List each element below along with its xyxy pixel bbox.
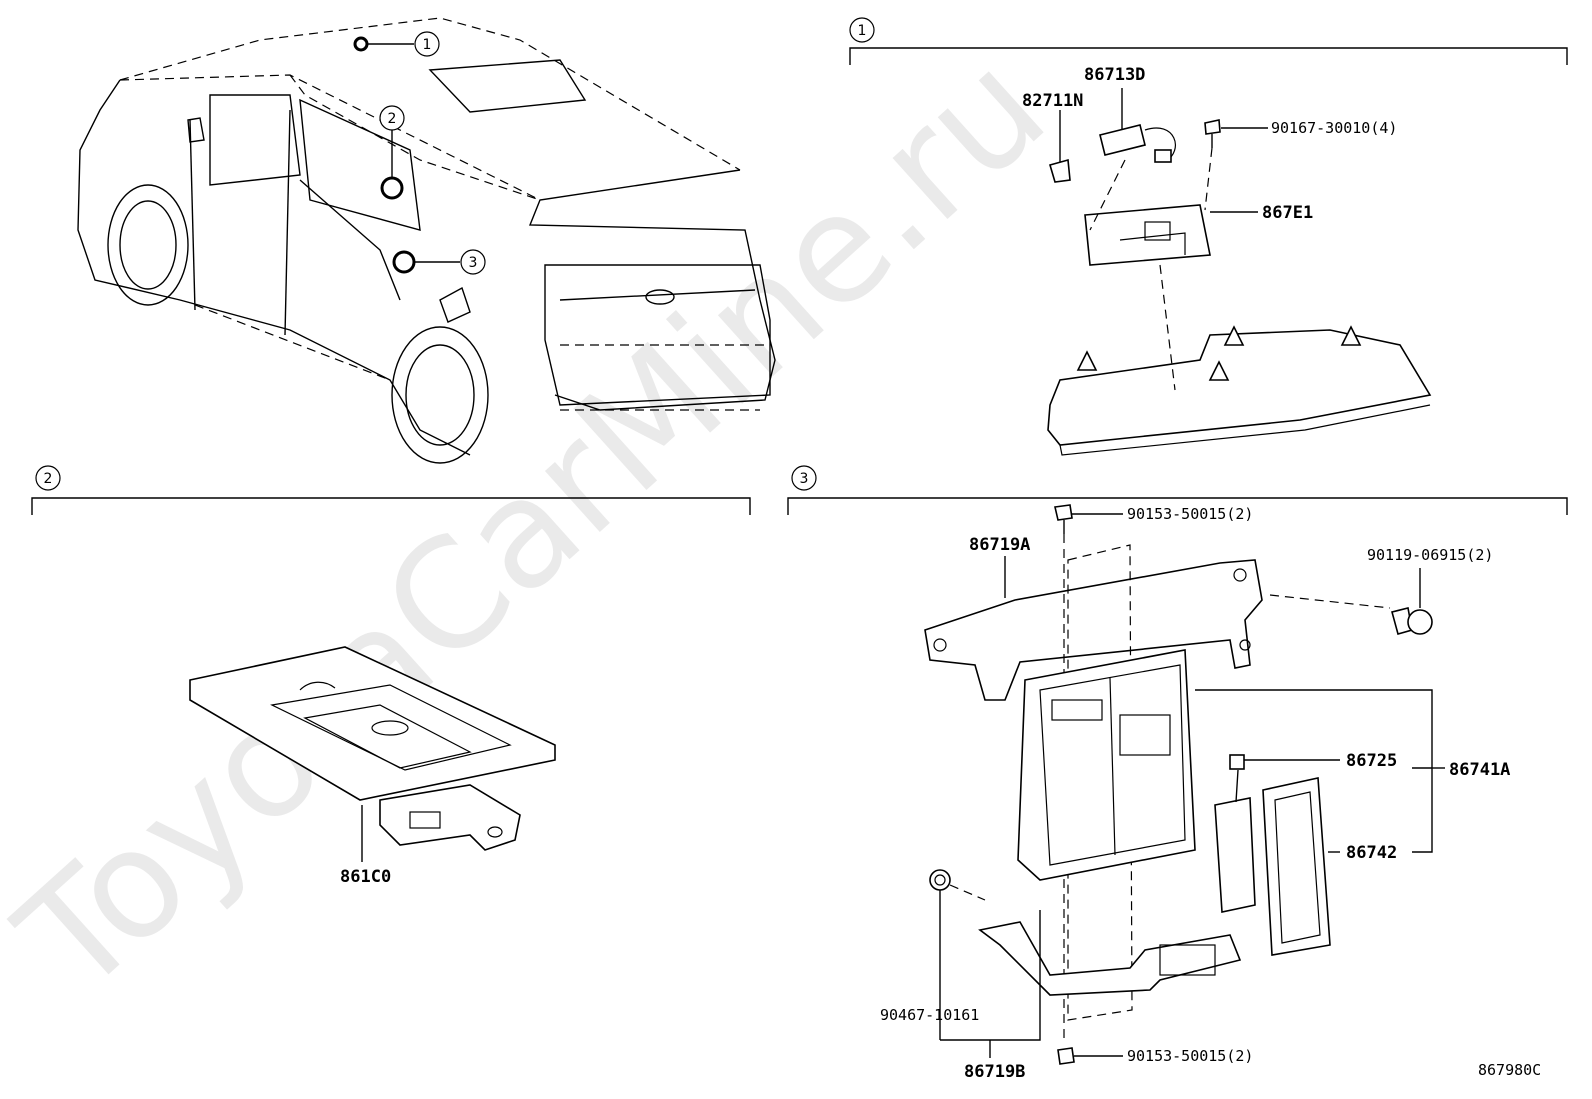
cover-86742 <box>1262 777 1331 956</box>
label-90167-30010: 90167-30010(4) <box>1271 119 1397 137</box>
screw-90153-top <box>1054 504 1073 521</box>
label-86719B: 86719B <box>964 1062 1025 1082</box>
callout-2-number: 2 <box>388 111 397 127</box>
label-86713D: 86713D <box>1084 65 1145 85</box>
callout-2-circle <box>379 105 405 131</box>
callout-3-number: 3 <box>469 255 478 271</box>
label-90467-10161: 90467-10161 <box>880 1006 979 1024</box>
callout-1-number: 1 <box>423 37 432 53</box>
label-86741A: 86741A <box>1449 760 1510 780</box>
watermark-text: ToyotaCarMine.ru <box>0 21 1078 1028</box>
bracket-86719A <box>924 559 1263 701</box>
label-86742: 86742 <box>1346 843 1397 863</box>
label-867E1: 867E1 <box>1262 203 1313 223</box>
vehicle-overview: 1 2 3 <box>77 17 776 464</box>
diagram-reference-number: 867980C <box>1478 1061 1541 1079</box>
section-1-marker: 1 <box>858 23 867 39</box>
label-86725: 86725 <box>1346 751 1397 771</box>
label-90153-50015-top: 90153-50015(2) <box>1127 505 1253 523</box>
section-3: 3 <box>787 465 1568 1082</box>
callout-3-circle <box>460 249 486 275</box>
section-3-marker: 3 <box>800 471 809 487</box>
callout-1-circle <box>414 31 440 57</box>
connector-86713D <box>1099 124 1146 156</box>
grommet-90467 <box>929 869 951 891</box>
antenna-86725 <box>1214 797 1256 913</box>
section-3-bracket <box>787 497 1568 515</box>
section-1-bracket <box>849 47 1568 65</box>
bracket-86719B <box>978 921 1242 996</box>
section-1-marker-circle <box>849 17 875 43</box>
location-marker-2 <box>380 176 404 200</box>
ecu-86741A <box>1017 649 1196 881</box>
section-1: 1 86713D 82711N 90167-30010(4) 86 <box>849 17 1568 456</box>
location-marker-1 <box>353 36 369 52</box>
label-90119-06915: 90119-06915(2) <box>1367 546 1493 564</box>
wireless-charger-861C0 <box>189 646 556 801</box>
label-861C0: 861C0 <box>340 867 391 887</box>
section-2-marker-circle <box>35 465 61 491</box>
section-2: 2 861C0 <box>31 465 751 887</box>
screw-90153-bottom <box>1057 1047 1075 1065</box>
label-86719A: 86719A <box>969 535 1030 555</box>
label-90153-50015-bottom: 90153-50015(2) <box>1127 1047 1253 1065</box>
section-3-marker-circle <box>791 465 817 491</box>
label-82711N: 82711N <box>1022 91 1083 111</box>
section-2-bracket <box>31 497 751 515</box>
overhead-tray <box>1047 329 1432 446</box>
location-marker-3 <box>392 250 416 274</box>
clip-82711N <box>1049 158 1071 183</box>
module-867E1 <box>1084 204 1211 266</box>
section-2-marker: 2 <box>44 471 53 487</box>
